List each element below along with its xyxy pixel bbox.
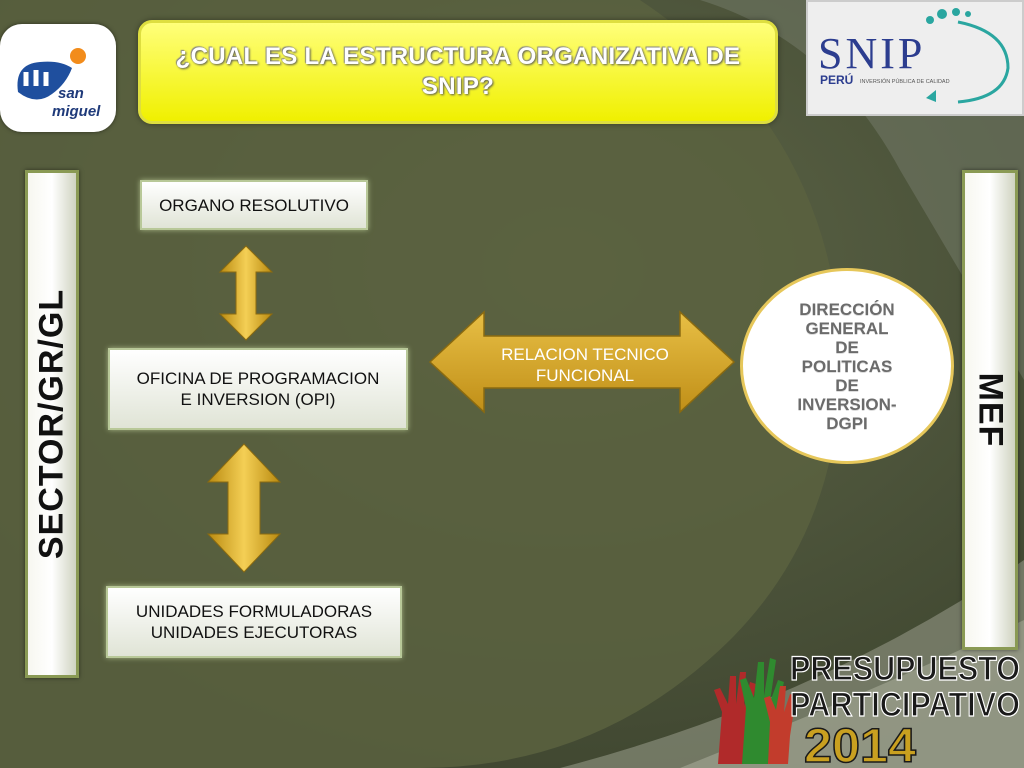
footer-line1: PRESUPUESTO [790,650,1020,688]
snip-country-text: PERÚ [820,72,853,87]
dgpi-line: INVERSION- [797,394,897,414]
relation-label-line2: FUNCIONAL [535,366,635,385]
dgpi-circle: DIRECCIÓN GENERAL DE POLITICAS DE INVERS… [740,268,954,464]
footer-line2: PARTICIPATIVO [790,686,1020,724]
node-opi: OFICINA DE PROGRAMACION E INVERSION (OPI… [108,348,408,430]
raised-hands-icon [714,658,796,764]
sector-bar: SECTOR/GR/GL [25,170,79,678]
node-uf-label-line1: UNIDADES FORMULADORAS [135,602,373,621]
sector-label: SECTOR/GR/GL [32,288,71,560]
san-miguel-mark-icon: san miguel [17,48,101,120]
mef-label: MEF [971,372,1010,448]
san-miguel-logo: san miguel [0,24,116,132]
footer-year: 2014 [804,720,916,768]
dgpi-text: DIRECCIÓN GENERAL DE POLITICAS DE INVERS… [782,300,912,433]
node-uf-label-line2: UNIDADES EJECUTORAS [150,623,358,642]
page-title: ¿CUAL ES LA ESTRUCTURA ORGANIZATIVA DE S… [175,43,741,100]
snip-logo: SNIP PERÚ INVERSIÓN PÚBLICA DE CALIDAD [806,0,1024,116]
node-opi-label-line2: E INVERSION (OPI) [180,390,336,409]
relation-label-line1: RELACION TECNICO [501,345,669,364]
snip-mark-icon: SNIP PERÚ INVERSIÓN PÚBLICA DE CALIDAD [818,8,1010,104]
logo-san-text: san [58,85,84,102]
dgpi-line: POLITICAS [801,356,893,376]
relation-label: RELACION TECNICO FUNCIONAL [470,340,700,390]
node-organo-label: ORGANO RESOLUTIVO [159,195,349,215]
dgpi-line: DE [835,375,859,395]
node-organo-resolutivo: ORGANO RESOLUTIVO [140,180,368,230]
snip-main-text: SNIP [818,29,925,78]
title-banner: ¿CUAL ES LA ESTRUCTURA ORGANIZATIVA DE S… [138,20,778,124]
dgpi-line: DGPI [826,413,868,433]
logo-miguel-text: miguel [52,103,101,120]
snip-tagline-text: INVERSIÓN PÚBLICA DE CALIDAD [860,78,950,85]
node-unidades: UNIDADES FORMULADORAS UNIDADES EJECUTORA… [106,586,402,658]
mef-bar: MEF [962,170,1018,650]
node-opi-label-line1: OFICINA DE PROGRAMACION [136,369,380,388]
presupuesto-participativo-logo: PRESUPUESTO PARTICIPATIVO 2014 [714,649,1021,768]
dgpi-line: DE [835,337,859,357]
dgpi-line: DIRECCIÓN [799,299,895,319]
dgpi-line: GENERAL [805,318,889,338]
